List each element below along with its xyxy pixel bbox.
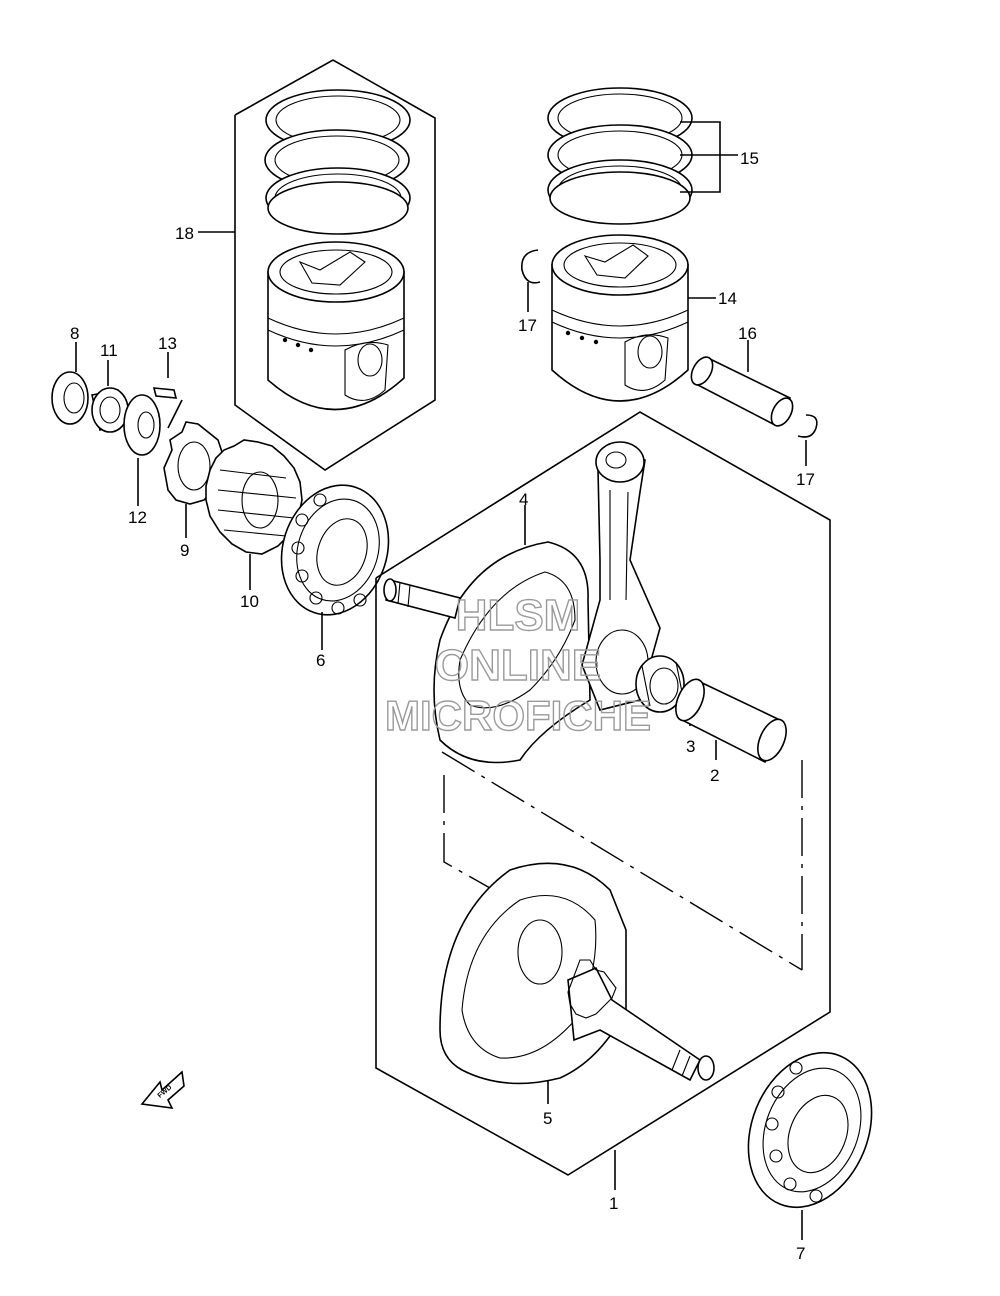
callout-4: 4 xyxy=(519,490,528,509)
bearing-6 xyxy=(280,484,390,650)
crankshaft-assembly-outline xyxy=(375,411,831,1190)
callout-16: 16 xyxy=(738,324,757,343)
piston-pin-circlip-17-right xyxy=(797,414,818,466)
callout-11: 11 xyxy=(100,341,118,360)
callout-13: 13 xyxy=(158,334,177,353)
piston-rings-set-18 xyxy=(264,89,411,235)
watermark-line-1: HLSM xyxy=(456,591,581,640)
callout-1: 1 xyxy=(609,1194,618,1213)
crankshaft-right-4 xyxy=(383,505,591,764)
washer-12 xyxy=(123,394,161,506)
callout-3: 3 xyxy=(686,737,695,756)
crankshaft-left-5 xyxy=(439,862,715,1104)
piston-ring-set-15 xyxy=(547,87,738,225)
callout-18: 18 xyxy=(175,224,194,243)
callout-17-left: 17 xyxy=(518,316,537,335)
callout-9: 9 xyxy=(180,541,189,560)
watermark-line-3: MICROFICHE xyxy=(385,692,651,739)
fwd-arrow-icon: FWD xyxy=(140,1070,185,1109)
callout-17-right: 17 xyxy=(796,470,815,489)
key-13 xyxy=(152,352,178,399)
watermark: HLSM ONLINE MICROFICHE xyxy=(384,590,651,739)
bush-11 xyxy=(91,360,130,433)
connecting-rod xyxy=(581,441,661,711)
piston-18 xyxy=(267,241,405,411)
piston-pin-circlip-17-left xyxy=(521,249,541,312)
crank-pin-2 xyxy=(675,678,787,764)
callout-12: 12 xyxy=(128,508,147,527)
callout-15: 15 xyxy=(740,149,759,168)
callout-14: 14 xyxy=(718,289,737,308)
piston-kit-group-outline xyxy=(234,59,436,471)
callout-10: 10 xyxy=(240,592,259,611)
callout-6: 6 xyxy=(316,651,325,670)
piston-14 xyxy=(551,234,716,402)
piston-pin-16 xyxy=(690,340,794,427)
callout-labels: 1 2 3 4 5 6 7 8 9 10 11 12 13 14 15 16 1… xyxy=(70,149,815,1263)
callout-7: 7 xyxy=(796,1244,805,1263)
callout-2: 2 xyxy=(710,766,719,785)
callout-8: 8 xyxy=(70,324,79,343)
oil-seal-8 xyxy=(51,342,89,425)
bearing-7 xyxy=(747,1051,873,1240)
callout-5: 5 xyxy=(543,1109,552,1128)
primary-drive-gear-10 xyxy=(205,439,303,590)
watermark-line-2: ONLINE xyxy=(435,641,601,690)
